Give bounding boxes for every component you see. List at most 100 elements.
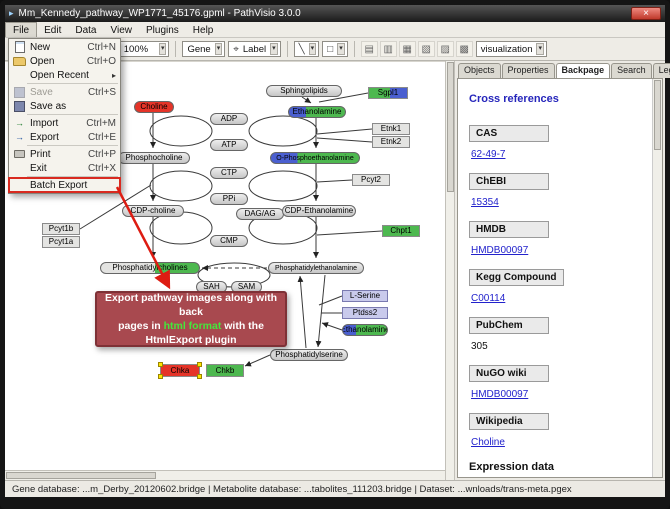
zoom-value: 100%	[123, 43, 149, 55]
node-phosphatidylserine[interactable]: Phosphatidylserine	[270, 349, 348, 361]
selection-handle[interactable]	[158, 362, 163, 367]
node-pcyt2[interactable]: Pcyt2	[352, 174, 390, 186]
menu-item-open-recent[interactable]: Open Recent ▸	[9, 68, 120, 82]
menu-bar: File Edit Data View Plugins Help	[5, 22, 665, 38]
node-ptdss2[interactable]: Ptdss2	[342, 307, 388, 319]
xref-link[interactable]: HMDB00097	[471, 245, 529, 256]
xref-link[interactable]: C00114	[471, 293, 506, 304]
menu-item-batch-export[interactable]: Batch Export	[8, 177, 121, 193]
xref-link[interactable]: HMDB00097	[471, 389, 529, 400]
node-cmp[interactable]: CMP	[210, 235, 248, 247]
menu-item-label: Exit	[30, 162, 47, 174]
selection-handle[interactable]	[158, 374, 163, 379]
tab-properties[interactable]: Properties	[501, 63, 555, 78]
xref-link[interactable]: 15354	[471, 197, 499, 208]
horizontal-scrollbar-thumb[interactable]	[6, 472, 156, 479]
menu-separator	[27, 114, 118, 115]
node-l-serine[interactable]: L-Serine	[342, 290, 388, 302]
node-dag[interactable]: DAG/AG	[236, 208, 284, 220]
align-left-icon[interactable]: ▤	[360, 41, 378, 57]
datanode-type-combobox[interactable]: Gene ▾	[182, 41, 226, 57]
import-arrow-icon: →	[15, 118, 24, 128]
zoom-combobox[interactable]: 100% ▾	[118, 41, 170, 57]
node-cdp-ethanolamine[interactable]: CDP-Ethanolamine	[282, 205, 356, 217]
vertical-scrollbar-thumb[interactable]	[447, 62, 454, 192]
submenu-arrow-icon: ▸	[111, 70, 116, 80]
menu-item-label: Save	[30, 86, 53, 98]
visualization-combobox[interactable]: visualization ▾	[475, 41, 547, 57]
tab-legend[interactable]: Legend	[652, 63, 670, 78]
node-sgpl1[interactable]: Sgpl1	[368, 87, 408, 99]
node-sphingolipids[interactable]: Sphingolipids	[266, 85, 342, 97]
menu-item-shortcut: Ctrl+O	[86, 55, 116, 67]
menu-separator	[27, 83, 118, 84]
horizontal-scrollbar[interactable]	[5, 470, 445, 480]
selection-handle[interactable]	[197, 362, 202, 367]
distribute-horizontal-icon[interactable]: ▨	[436, 41, 454, 57]
node-etnk2[interactable]: Etnk2	[372, 136, 410, 148]
tab-search[interactable]: Search	[611, 63, 652, 78]
align-center-icon[interactable]: ▥	[379, 41, 397, 57]
xref-link[interactable]: Choline	[471, 437, 505, 448]
node-o-phosphoethanolamine[interactable]: O-Phosphoethanolamine	[270, 152, 360, 164]
menubar-item-help[interactable]: Help	[192, 24, 214, 36]
node-choline[interactable]: Choline	[134, 101, 174, 113]
node-phosphocholine[interactable]: Phosphocholine	[118, 152, 190, 164]
distribute-vertical-icon[interactable]: ▩	[455, 41, 473, 57]
menu-item-save-as[interactable]: Save as	[9, 99, 120, 113]
node-cdp-choline[interactable]: CDP-choline	[122, 205, 184, 217]
align-right-icon[interactable]: ▦	[398, 41, 416, 57]
node-phosphatidylethanolamine[interactable]: Phosphatidylethanolamine	[268, 262, 364, 274]
node-etnk1[interactable]: Etnk1	[372, 123, 410, 135]
save-icon	[14, 86, 25, 98]
node-pcyt1b[interactable]: Pcyt1b	[42, 223, 80, 235]
close-button[interactable]: ×	[631, 7, 661, 20]
line-tool-icon: ╲	[298, 43, 305, 55]
node-atp[interactable]: ATP	[210, 139, 248, 151]
menu-item-shortcut: Ctrl+P	[87, 148, 116, 160]
node-adp[interactable]: ADP	[210, 113, 248, 125]
xref-link[interactable]: 62-49-7	[471, 149, 506, 160]
node-chpt1[interactable]: Chpt1	[382, 225, 420, 237]
vertical-scrollbar[interactable]	[445, 61, 455, 480]
node-ppi[interactable]: PPi	[210, 193, 248, 205]
align-top-icon[interactable]: ▧	[417, 41, 435, 57]
menubar-item-edit[interactable]: Edit	[44, 24, 62, 36]
menubar-item-file[interactable]: File	[5, 22, 38, 37]
annotation-line-3: HtmlExport plugin	[145, 334, 237, 347]
tab-objects[interactable]: Objects	[458, 63, 501, 78]
node-ethanolamine-bottom[interactable]: Ethanolamine	[342, 324, 388, 336]
panel-scrollbar[interactable]	[652, 79, 662, 477]
shape-tool-button[interactable]: □ ▾	[322, 41, 348, 57]
tab-backpage[interactable]: Backpage	[555, 63, 611, 78]
node-phosphatidylcholines[interactable]: Phosphatidylcholines	[100, 262, 200, 274]
label-tool-button[interactable]: ⌖ Label ▾	[228, 41, 281, 57]
chevron-down-icon: ▾	[214, 43, 223, 55]
toolbar-separator	[175, 41, 177, 57]
node-chka[interactable]: Chka	[158, 362, 202, 379]
panel-scrollbar-thumb[interactable]	[654, 80, 661, 150]
menubar-item-view[interactable]: View	[110, 24, 132, 36]
node-chkb[interactable]: Chkb	[206, 364, 244, 377]
title-bar[interactable]: ▸ Mm_Kennedy_pathway_WP1771_45176.gpml -…	[5, 5, 665, 22]
menubar-item-data[interactable]: Data	[75, 24, 97, 36]
node-ctp[interactable]: CTP	[210, 167, 248, 179]
node-ethanolamine-top[interactable]: Ethanolamine	[288, 106, 346, 118]
node-pcyt1a[interactable]: Pcyt1a	[42, 236, 80, 248]
node-chka-label: Chka	[170, 365, 190, 375]
save-icon	[14, 100, 25, 112]
line-tool-button[interactable]: ╲ ▾	[293, 41, 320, 57]
menu-item-label: Open Recent	[30, 69, 89, 81]
selection-handle[interactable]	[197, 374, 202, 379]
pathvisio-window: ▸ Mm_Kennedy_pathway_WP1771_45176.gpml -…	[5, 5, 670, 497]
menu-item-label: Export	[30, 131, 59, 143]
menubar-item-plugins[interactable]: Plugins	[145, 24, 179, 36]
